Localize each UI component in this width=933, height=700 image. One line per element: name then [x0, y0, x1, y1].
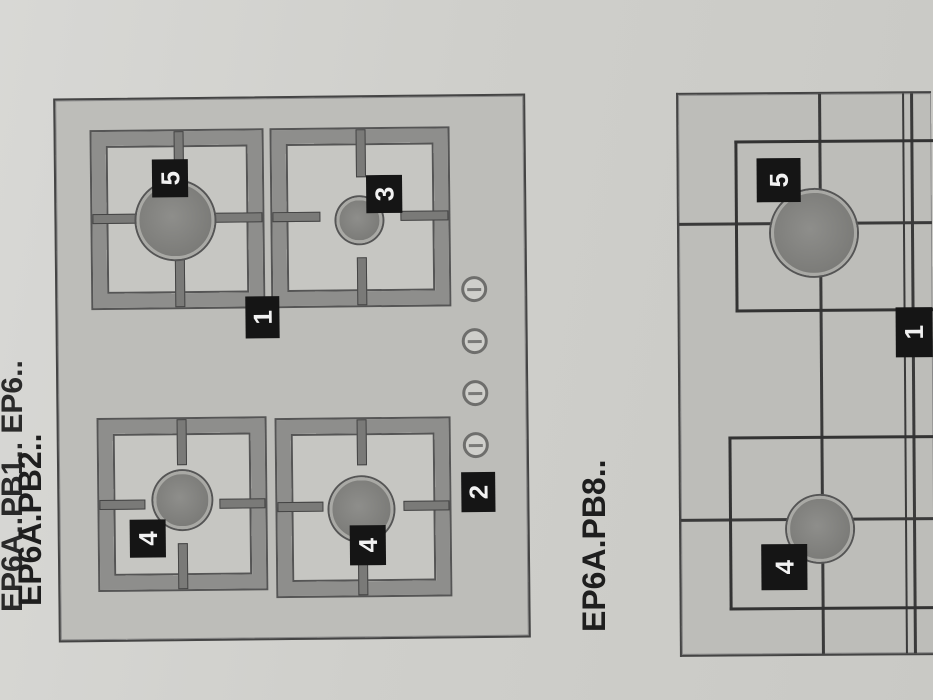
- callout-burner-4: 4: [761, 543, 808, 591]
- grate-arm: [403, 500, 450, 511]
- callout-burner-4-left: 4: [129, 519, 166, 558]
- burner-top: [770, 189, 858, 277]
- grate-arm: [177, 543, 189, 590]
- grate-arm: [356, 257, 368, 306]
- grate-arm: [174, 259, 186, 308]
- control-knob: [462, 379, 489, 407]
- grate-arm: [99, 499, 146, 511]
- callout-knobs: 2: [461, 471, 496, 513]
- hob-diagram-pb2: 5 3 1 2 4 4: [53, 93, 531, 643]
- callout-control-panel: 1: [895, 307, 933, 358]
- model-label-pb2: EP6A.PB2..: [12, 433, 48, 606]
- callout-burner-3: 3: [365, 174, 403, 214]
- callout-burner-5: 5: [756, 158, 801, 203]
- control-knob: [461, 275, 488, 303]
- callout-control-panel: 1: [245, 296, 280, 339]
- grate-arm: [355, 129, 367, 178]
- grate-arm: [176, 419, 188, 466]
- grate-arm: [92, 213, 141, 225]
- grate-arm: [214, 212, 263, 223]
- hob-diagram-pb8: 5 1 4: [676, 91, 933, 657]
- callout-burner-5: 5: [151, 159, 189, 198]
- control-knob: [462, 431, 489, 459]
- grate-arm: [277, 501, 324, 513]
- grate-arm: [272, 211, 321, 223]
- grate-arm: [356, 419, 368, 466]
- callout-burner-4-right: 4: [349, 525, 387, 566]
- grate-arm: [219, 498, 266, 509]
- model-label-pb8: EP6A.PB8..: [576, 459, 612, 632]
- grate-arm: [400, 210, 449, 221]
- control-knob: [461, 327, 488, 355]
